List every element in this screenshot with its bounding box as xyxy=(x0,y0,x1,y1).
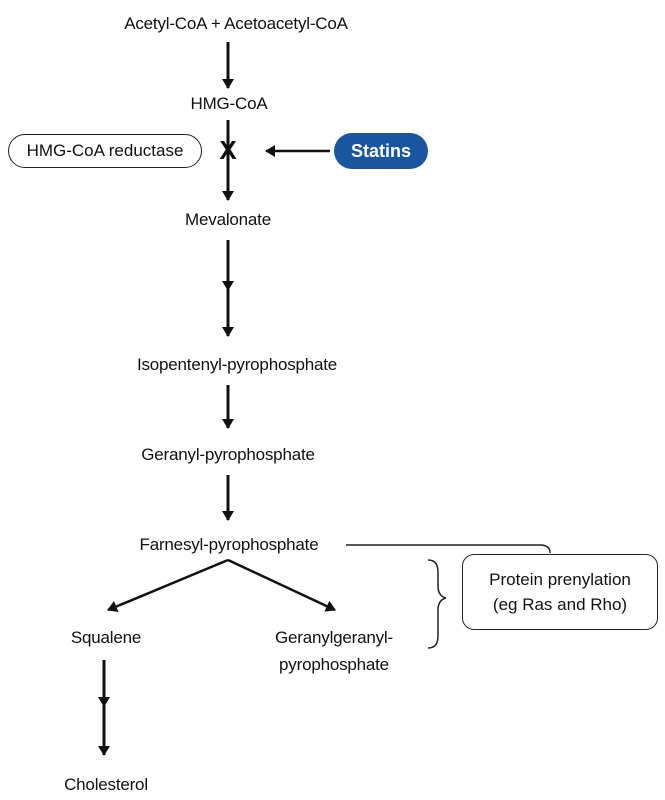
arrow-fpp-to-squalene xyxy=(107,558,229,613)
protein-prenylation-box: Protein prenylation (eg Ras and Rho) xyxy=(462,554,658,630)
prenylation-connector-line xyxy=(346,544,551,554)
arrow-fpp-to-ggpp xyxy=(227,558,336,612)
node-hmg-coa: HMG-CoA xyxy=(190,94,268,113)
node-squalene: Squalene xyxy=(70,628,142,647)
node-geranylgeranyl-line2: pyrophosphate xyxy=(279,655,389,674)
node-acetyl-coa: Acetyl-CoA + Acetoacetyl-CoA xyxy=(124,14,348,33)
node-mevalonate: Mevalonate xyxy=(185,210,271,229)
enzyme-label: HMG-CoA reductase xyxy=(26,141,184,160)
enzyme-hmg-coa-reductase: HMG-CoA reductase xyxy=(8,134,202,168)
node-cholesterol: Cholesterol xyxy=(64,775,148,794)
prenylation-line2: (eg Ras and Rho) xyxy=(492,595,628,614)
inhibition-x-mark: X xyxy=(219,135,237,165)
node-farnesyl-pyrophosphate: Farnesyl-pyrophosphate xyxy=(139,535,319,554)
node-geranyl-pyrophosphate: Geranyl-pyrophosphate xyxy=(141,445,315,464)
statins-label: Statins xyxy=(350,140,411,161)
node-isopentenyl-pyrophosphate: Isopentenyl-pyrophosphate xyxy=(136,355,338,374)
node-geranylgeranyl-line1: Geranylgeranyl- xyxy=(275,628,393,647)
statins-badge: Statins xyxy=(334,133,428,169)
prenylation-line1: Protein prenylation xyxy=(489,570,631,589)
prenylation-brace xyxy=(427,559,447,649)
